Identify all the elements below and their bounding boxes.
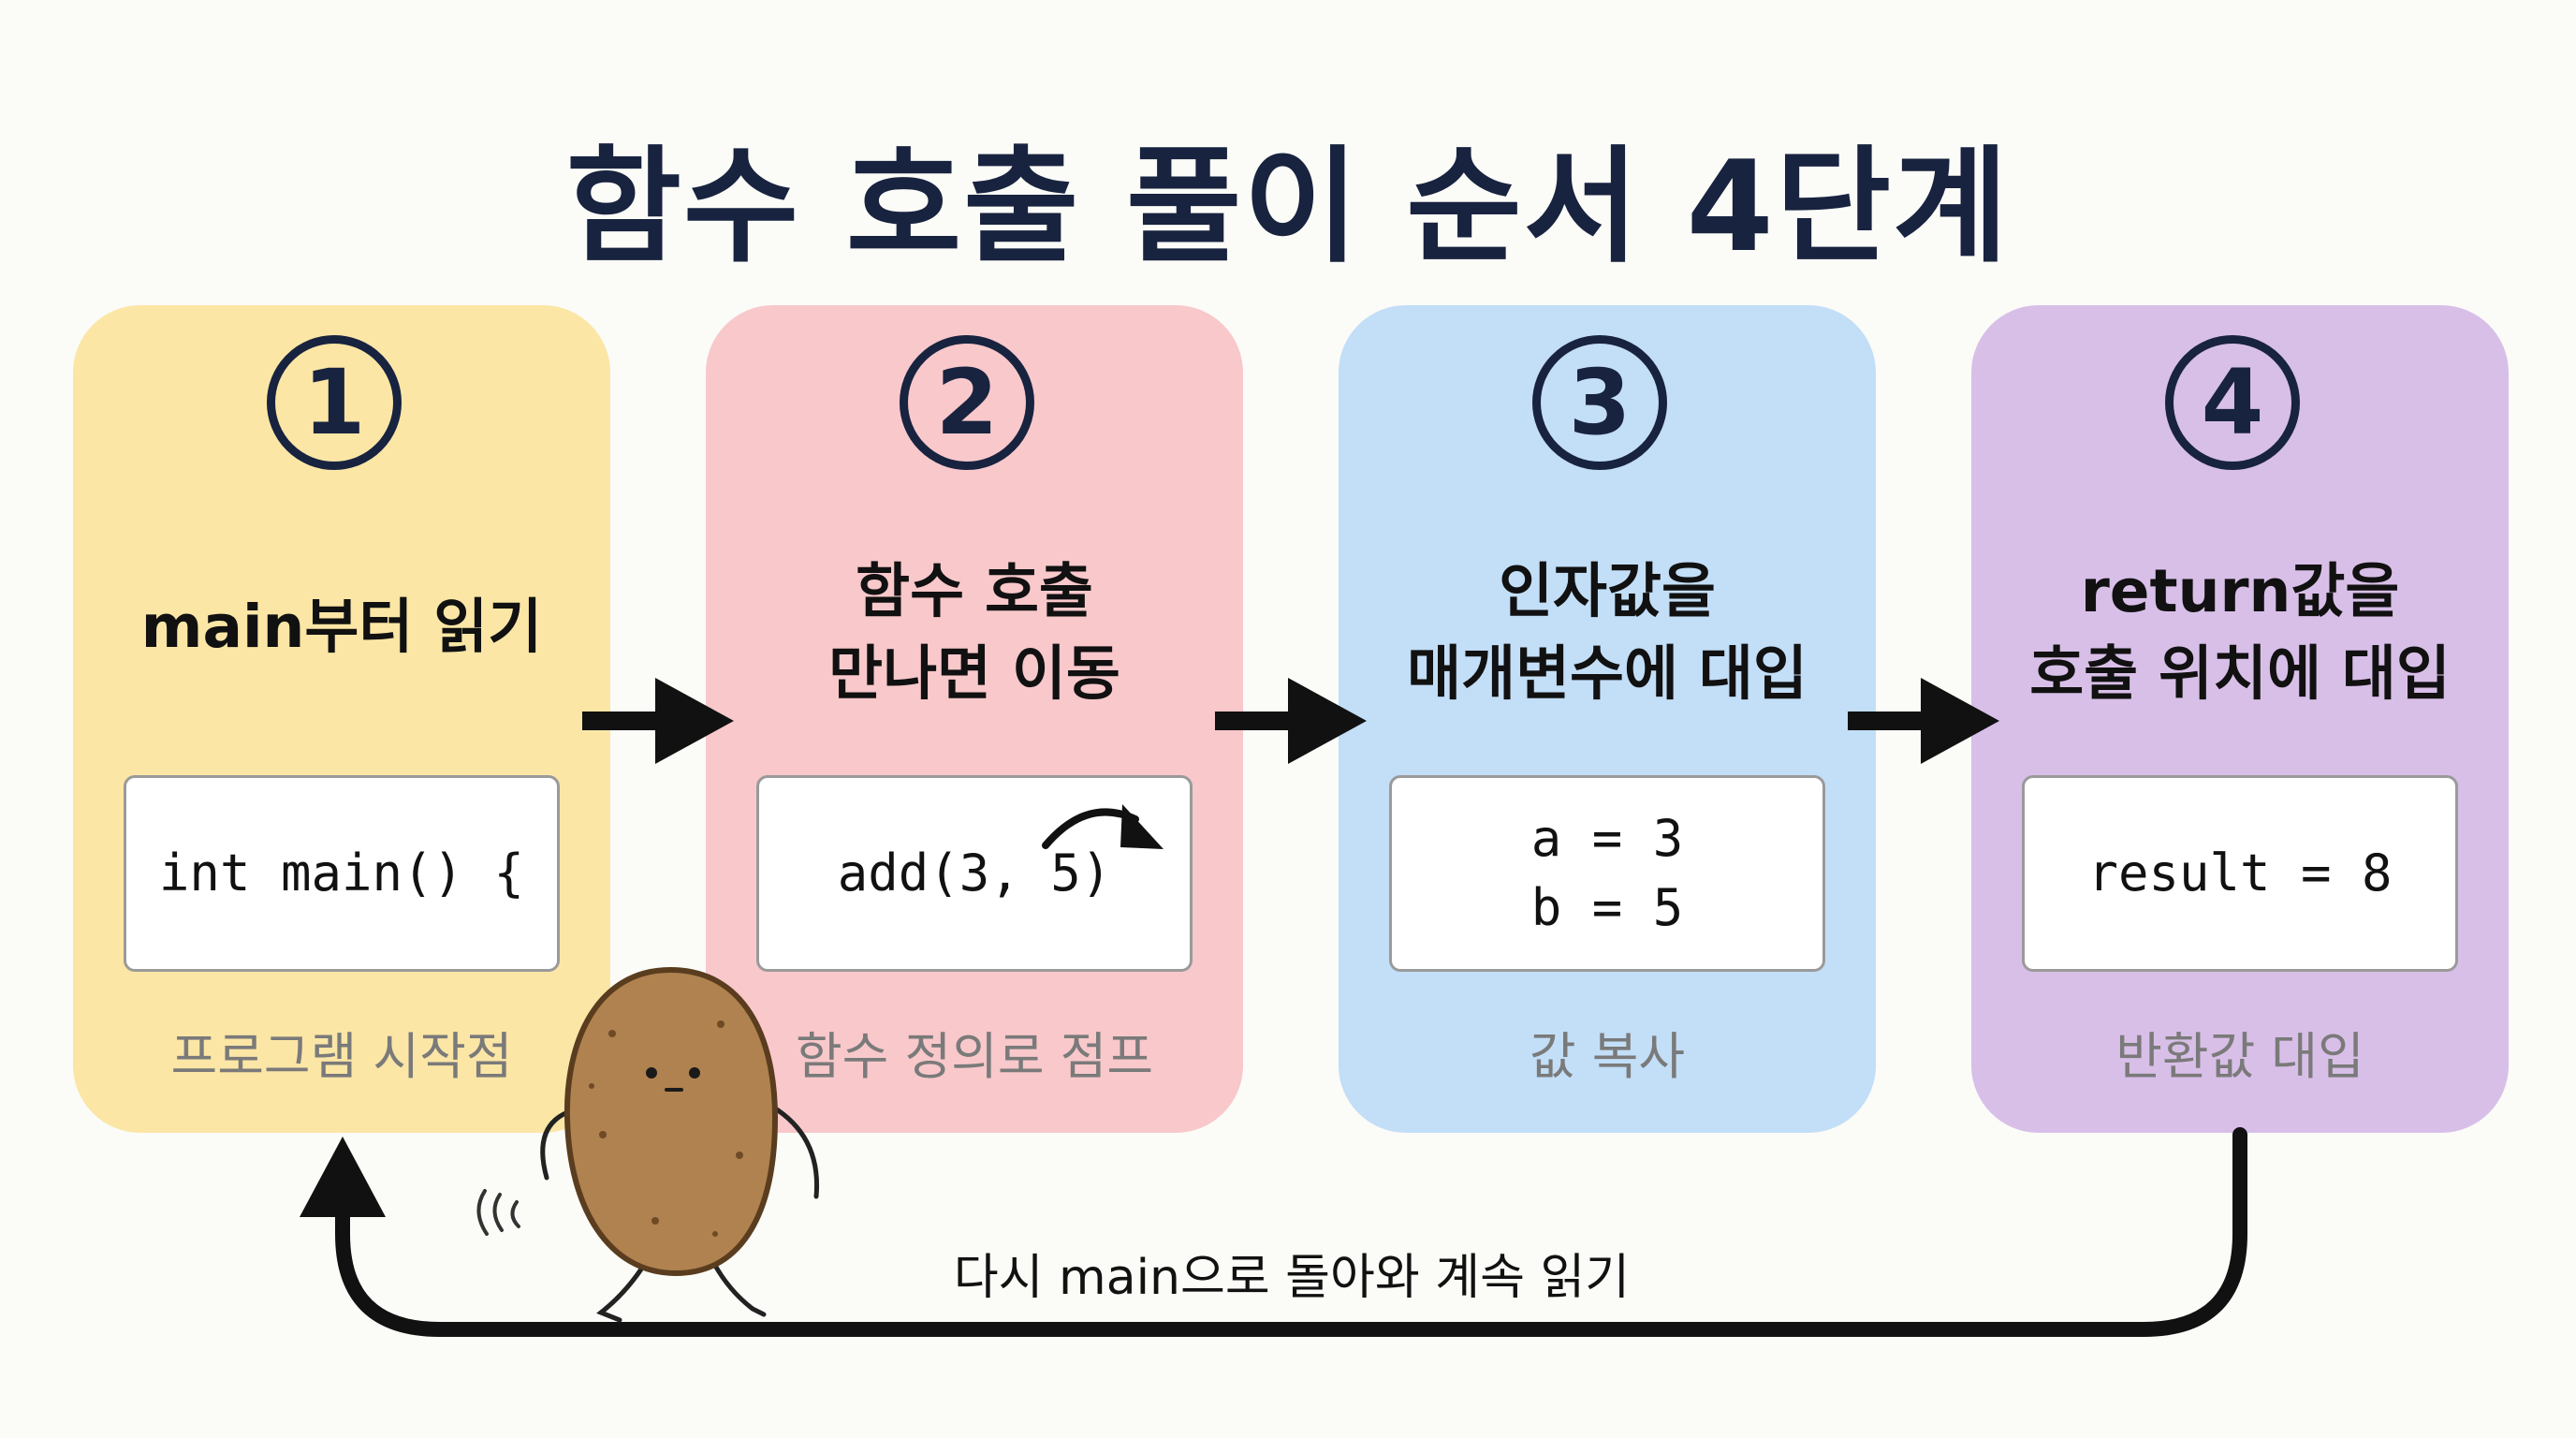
step-heading-line: main부터 읽기 (140, 593, 543, 661)
page-title: 함수 호출 풀이 순서 4단계 (565, 134, 2011, 280)
step-heading-line: 함수 호출 (856, 557, 1093, 625)
step-card-3: 3 인자값을 매개변수에 대입 a = 3 b = 5 값 복사 (1339, 305, 1876, 1133)
step-heading: 인자값을 매개변수에 대입 (1339, 550, 1876, 715)
step-heading: return값을 호출 위치에 대입 (1971, 550, 2509, 715)
code-box: a = 3 b = 5 (1389, 775, 1825, 972)
step-number-badge: 3 (1532, 335, 1667, 470)
step-heading: main부터 읽기 (73, 586, 610, 668)
potato-mascot (476, 966, 820, 1323)
step-heading-line: 호출 위치에 대입 (2029, 639, 2451, 708)
code-line: result = 8 (2087, 844, 2393, 902)
step-card-2: 2 함수 호출 만나면 이동 add(3, 5) 함수 정의로 점프 (706, 305, 1243, 1133)
step-heading-line: 인자값을 (1499, 557, 1716, 625)
code-box: int main() { (124, 775, 560, 972)
code-line: int main() { (158, 844, 525, 902)
code-box: add(3, 5) (756, 775, 1193, 972)
right-arrow-icon (1848, 678, 1999, 764)
step-heading-line: return값을 (2080, 557, 2400, 625)
step-number-badge: 1 (267, 335, 402, 470)
right-arrow-icon (582, 678, 734, 764)
step-heading-line: 매개변수에 대입 (1407, 639, 1808, 708)
return-path-label: 다시 main으로 돌아와 계속 읽기 (953, 1250, 1631, 1306)
curved-jump-arrow-icon (1042, 804, 1164, 849)
loop-back-arrow-icon (300, 1127, 2247, 1337)
code-line: a = 3 (1530, 809, 1684, 868)
code-line: add(3, 5) (837, 844, 1112, 902)
step-card-4: 4 return값을 호출 위치에 대입 result = 8 반환값 대입 (1971, 305, 2509, 1133)
step-card-1: 1 main부터 읽기 int main() { 프로그램 시작점 (73, 305, 610, 1133)
step-caption: 값 복사 (1529, 1027, 1686, 1086)
right-arrow-icon (1215, 678, 1367, 764)
step-caption: 함수 정의로 점프 (795, 1027, 1154, 1086)
step-number-badge: 4 (2165, 335, 2300, 470)
step-number-badge: 2 (900, 335, 1034, 470)
code-line: b = 5 (1530, 878, 1684, 937)
step-caption: 프로그램 시작점 (170, 1027, 513, 1086)
code-box: result = 8 (2022, 775, 2458, 972)
step-caption: 반환값 대입 (2115, 1027, 2364, 1086)
step-heading-line: 만나면 이동 (828, 639, 1120, 708)
step-heading: 함수 호출 만나면 이동 (706, 550, 1243, 715)
